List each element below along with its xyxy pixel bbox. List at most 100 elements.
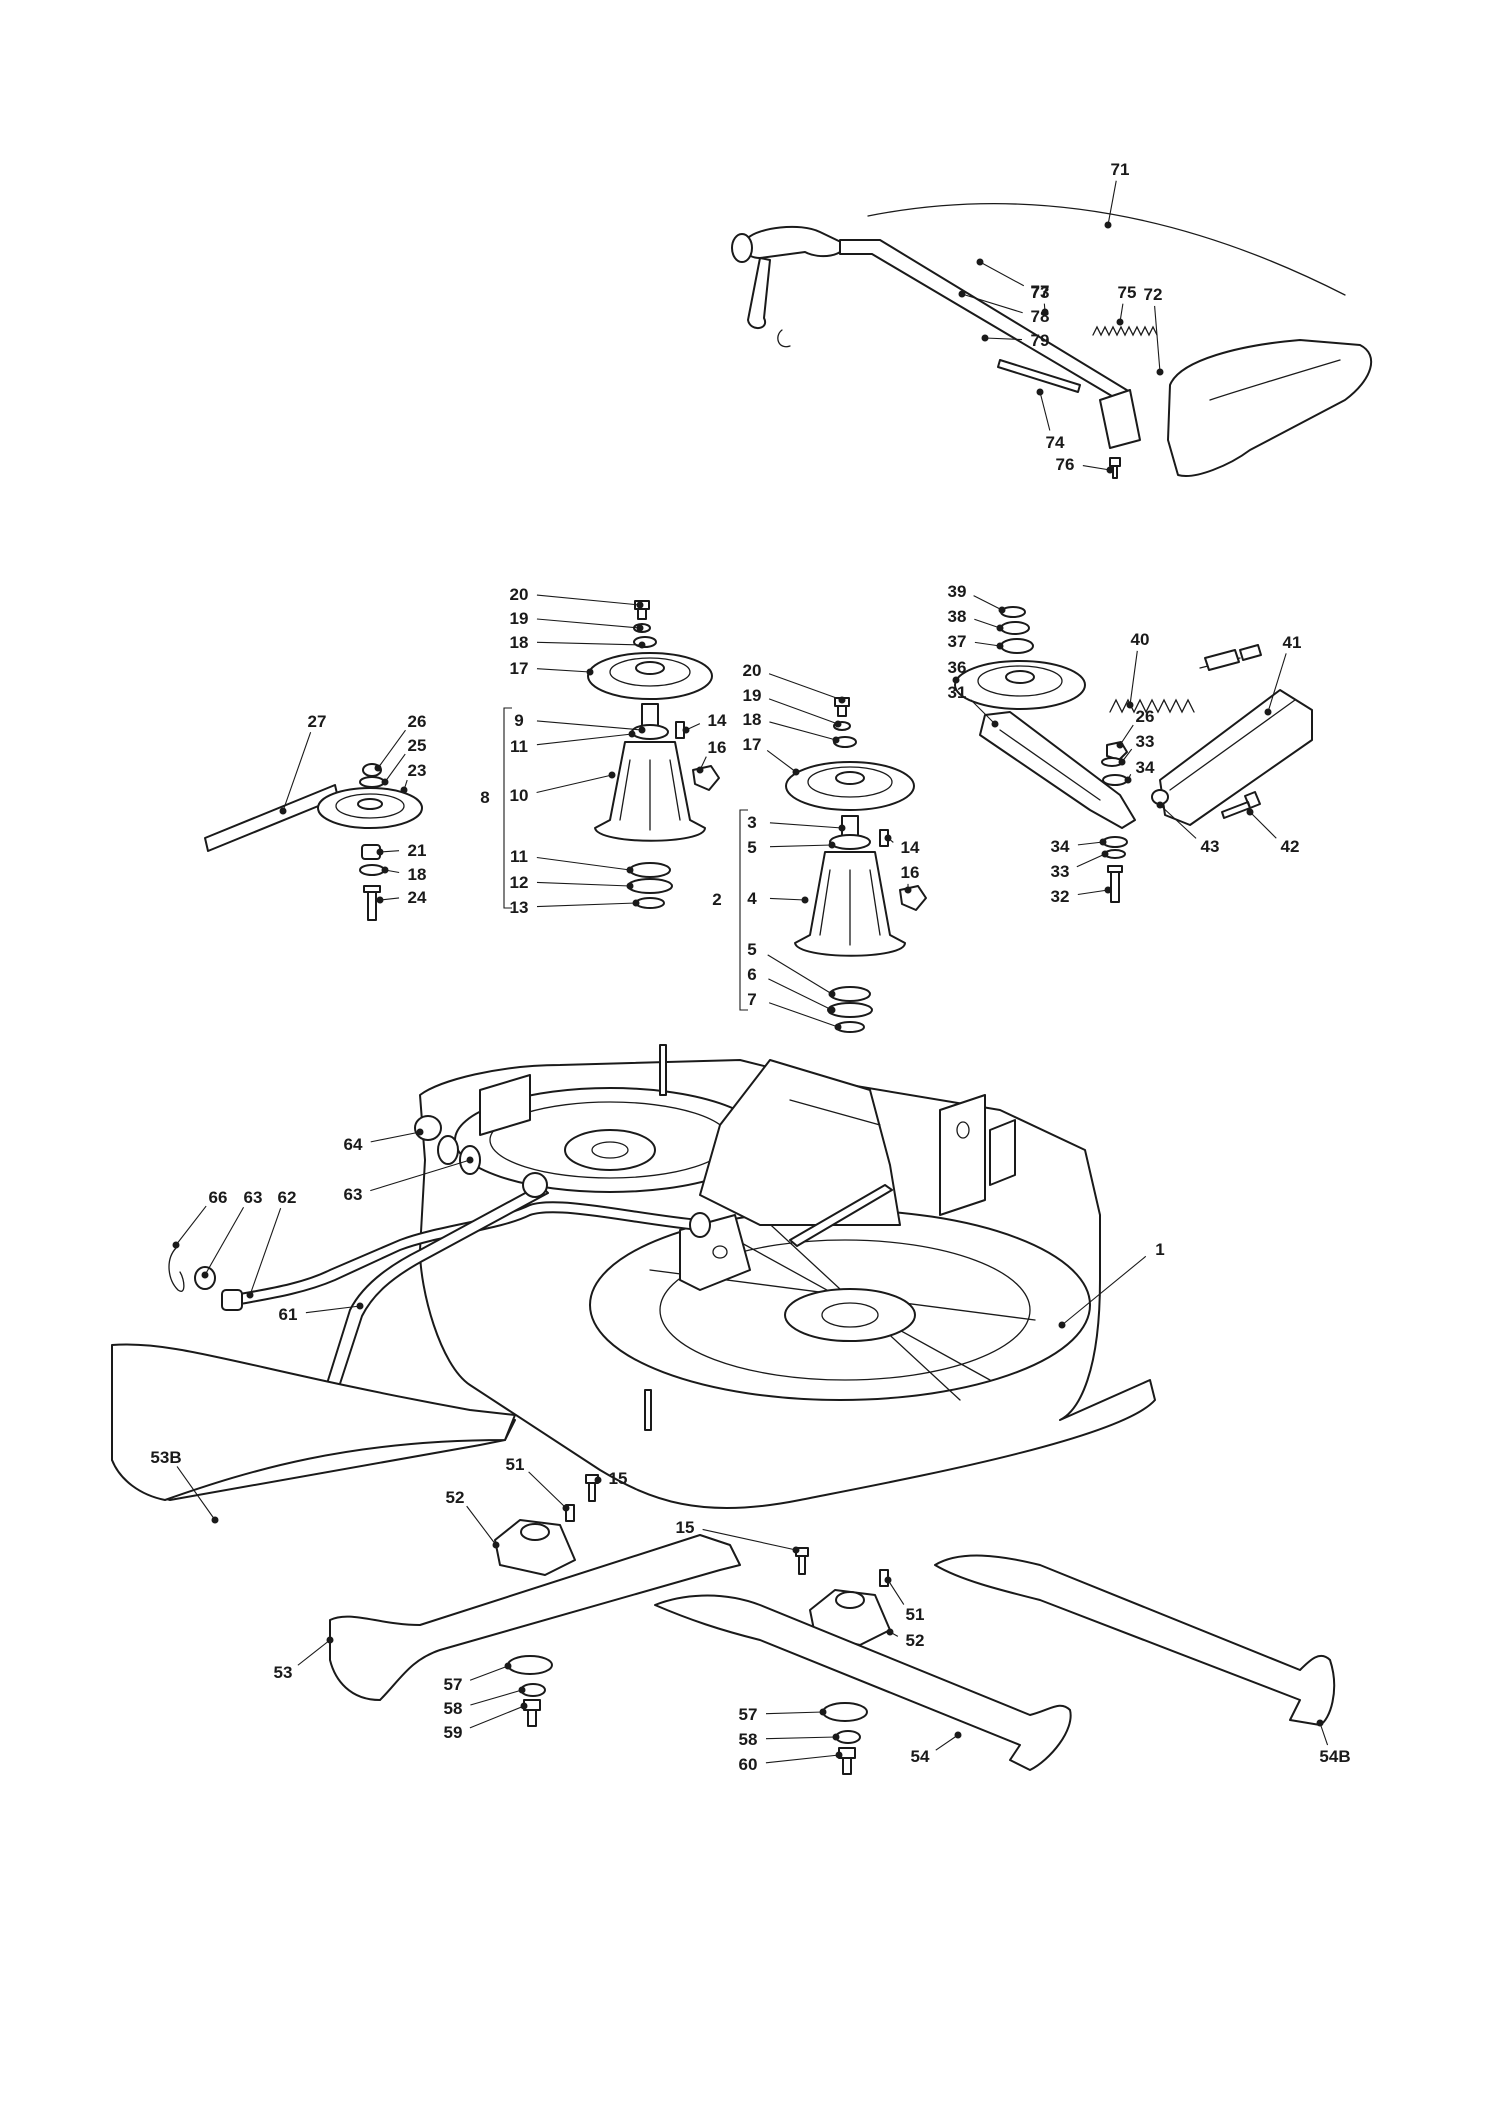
part-number: 18 [743, 710, 762, 729]
deck-bracket-right [939, 1094, 986, 1216]
part-number: 37 [948, 632, 967, 651]
leader-line [974, 618, 1001, 629]
leader-dot [381, 866, 389, 874]
leader-line [1107, 180, 1117, 226]
leader-dot [832, 1733, 840, 1741]
leader-dot [632, 899, 640, 907]
part-number: 51 [906, 1605, 925, 1624]
leader-dot [828, 1006, 836, 1014]
leader-dot [976, 258, 984, 266]
leader-dot [1099, 838, 1107, 846]
leader-dot [520, 1702, 528, 1710]
part-label-5b: 5 [747, 940, 836, 998]
bearing-5b [829, 986, 871, 1002]
part-label-12: 12 [510, 873, 634, 892]
leader-dot [991, 720, 999, 728]
part-number: 16 [708, 738, 727, 757]
leader-dot [1156, 801, 1164, 809]
part-number: 17 [510, 659, 529, 678]
bolt-20b [834, 697, 850, 717]
leader-dot [1264, 708, 1272, 716]
part-number: 17 [743, 735, 762, 754]
part-label-18c: 18 [381, 865, 426, 884]
part-number: 14 [901, 838, 920, 857]
part-number: 39 [948, 582, 967, 601]
leader-dot [819, 1708, 827, 1716]
leader-line [469, 1705, 525, 1729]
part-number: 5 [747, 838, 756, 857]
part-label-14a: 14 [682, 711, 727, 734]
part-label-52b: 52 [886, 1628, 925, 1650]
part-label-5a: 5 [747, 838, 836, 857]
cable-adjuster [1204, 644, 1262, 671]
leader-line [768, 698, 839, 725]
leader-dot [172, 1241, 180, 1249]
part-number: 58 [444, 1699, 463, 1718]
leader-line [979, 261, 1025, 287]
part-label-13: 13 [510, 898, 640, 917]
part-label-23: 23 [400, 761, 426, 794]
part-label-41: 41 [1264, 633, 1302, 716]
leader-line [1129, 650, 1138, 706]
leader-line [768, 1002, 839, 1028]
leader-line [176, 1466, 216, 1521]
part-label-19a: 19 [510, 609, 644, 632]
leader-dot [834, 1023, 842, 1031]
part-label-73: 73 [1031, 283, 1049, 316]
part-number: 36 [948, 658, 967, 677]
leader-dot [1058, 1321, 1066, 1329]
part-label-53: 53 [274, 1636, 334, 1682]
leader-dot [1101, 850, 1109, 858]
part-label-60: 60 [739, 1751, 843, 1774]
leader-line [297, 1639, 331, 1666]
part-number: 66 [209, 1188, 228, 1207]
part-label-31: 31 [948, 683, 999, 728]
part-number: 4 [747, 889, 757, 908]
leader-dot [381, 778, 389, 786]
belt-tensioner-assembly [954, 606, 1313, 903]
part-label-24: 24 [376, 888, 427, 907]
leader-line [961, 293, 1023, 314]
part-number: 7 [747, 990, 756, 1009]
part-number: 24 [408, 888, 427, 907]
washer-58b [835, 1730, 861, 1744]
part-label-6: 6 [747, 965, 836, 1014]
leader-line [1154, 305, 1161, 373]
leader-dot [638, 641, 646, 649]
deck-pin [659, 1044, 667, 1096]
leader-line [973, 595, 1003, 611]
part-label-15b: 15 [676, 1518, 800, 1554]
leader-dot [996, 642, 1004, 650]
part-label-71: 71 [1104, 160, 1129, 229]
part-number: 52 [906, 1631, 925, 1650]
part-label-54B: 54B [1316, 1719, 1351, 1766]
part-number: 41 [1283, 633, 1302, 652]
leader-line [536, 881, 631, 887]
part-label-79: 79 [981, 331, 1049, 350]
part-number: 43 [1201, 837, 1220, 856]
part-label-32: 32 [1051, 886, 1112, 906]
part-number: 58 [739, 1730, 758, 1749]
washer-18c [359, 864, 385, 876]
leader-dot [562, 1504, 570, 1512]
washer-63b-1 [437, 1135, 459, 1165]
part-label-26b: 26 [1116, 707, 1155, 749]
leader-line [370, 1159, 471, 1192]
part-number: 19 [743, 686, 762, 705]
leader-dot [884, 1576, 892, 1584]
bearing-11a [631, 724, 669, 740]
leader-dot [1124, 776, 1132, 784]
spacer-12 [627, 878, 673, 894]
bearing-11b [629, 862, 671, 878]
leader-line [1249, 811, 1277, 839]
leader-line [536, 856, 631, 871]
part-number: 53B [150, 1448, 181, 1467]
leader-line [536, 774, 613, 794]
leader-dot [416, 1128, 424, 1136]
part-number: 12 [510, 873, 529, 892]
leader-dot [952, 676, 960, 684]
leader-dot [1316, 1719, 1324, 1727]
part-number: 61 [279, 1305, 298, 1324]
part-number: 26 [1136, 707, 1155, 726]
hair-pin-66 [168, 1247, 185, 1292]
